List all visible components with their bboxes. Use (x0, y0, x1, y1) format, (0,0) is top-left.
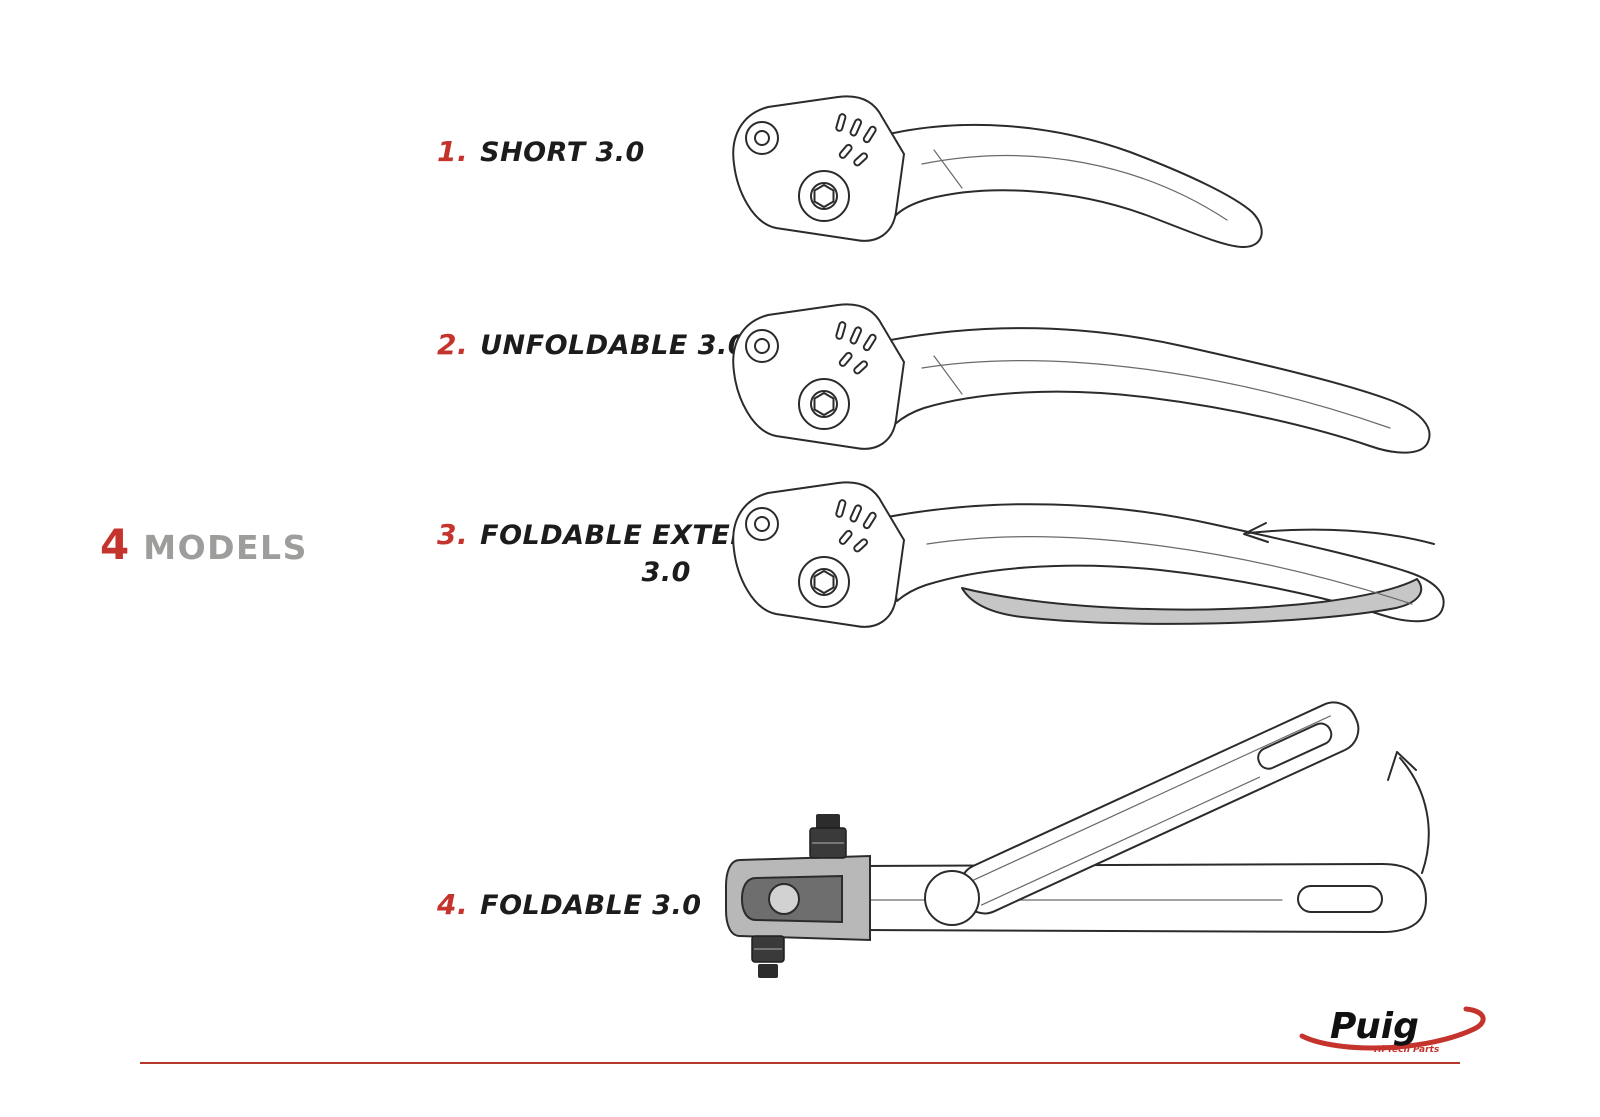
clamp-bolt-top (809, 814, 847, 859)
pivot-body (732, 481, 905, 628)
models-count: 4 (100, 520, 130, 569)
item-name: FOLDABLE 3.0 (480, 890, 702, 921)
label-unfoldable: 2. UNFOLDABLE 3.0 (437, 328, 747, 361)
label-short: 1. SHORT 3.0 (437, 135, 645, 168)
logo-swoosh-icon (1299, 1006, 1486, 1051)
puig-logo: Puig Hi-Tech Parts (1299, 1006, 1486, 1055)
lever-blade (879, 327, 1431, 454)
lever-unfoldable-drawing (732, 303, 1431, 454)
arm-slot (1297, 885, 1383, 913)
item-name-line2: 3.0 (641, 557, 691, 588)
item-number: 2. (437, 328, 469, 361)
logo-brand: Puig (1330, 1006, 1419, 1047)
body-vents (835, 321, 877, 375)
fold-arrow-icon (1387, 751, 1430, 874)
item-name: SHORT 3.0 (480, 137, 645, 168)
item-number: 3. (437, 518, 469, 551)
clamp-bolt-bottom (751, 935, 785, 978)
item-number: 4. (437, 888, 469, 921)
models-heading: 4 MODELS (100, 520, 308, 569)
footer-divider (140, 1062, 1460, 1064)
logo-tagline: Hi-Tech Parts (1374, 1045, 1440, 1055)
pivot-body (732, 95, 905, 242)
item-number: 1. (437, 135, 469, 168)
lever-blade (881, 503, 1445, 623)
pivot-boss (924, 870, 980, 926)
lever-short-drawing (732, 95, 1263, 249)
extend-arrow-icon (1243, 522, 1435, 545)
lever-foldable-drawing (725, 701, 1430, 978)
body-vents (835, 113, 877, 167)
lever-foldable-extendable-drawing (732, 481, 1445, 628)
pivot-body (732, 303, 905, 450)
models-word: MODELS (143, 528, 308, 567)
item-name: UNFOLDABLE 3.0 (480, 330, 748, 361)
body-vents (835, 499, 877, 553)
label-foldable: 4. FOLDABLE 3.0 (437, 888, 702, 921)
handlebar-clamp (725, 814, 871, 978)
lever-blade (879, 123, 1263, 249)
extendable-insert (961, 578, 1423, 625)
